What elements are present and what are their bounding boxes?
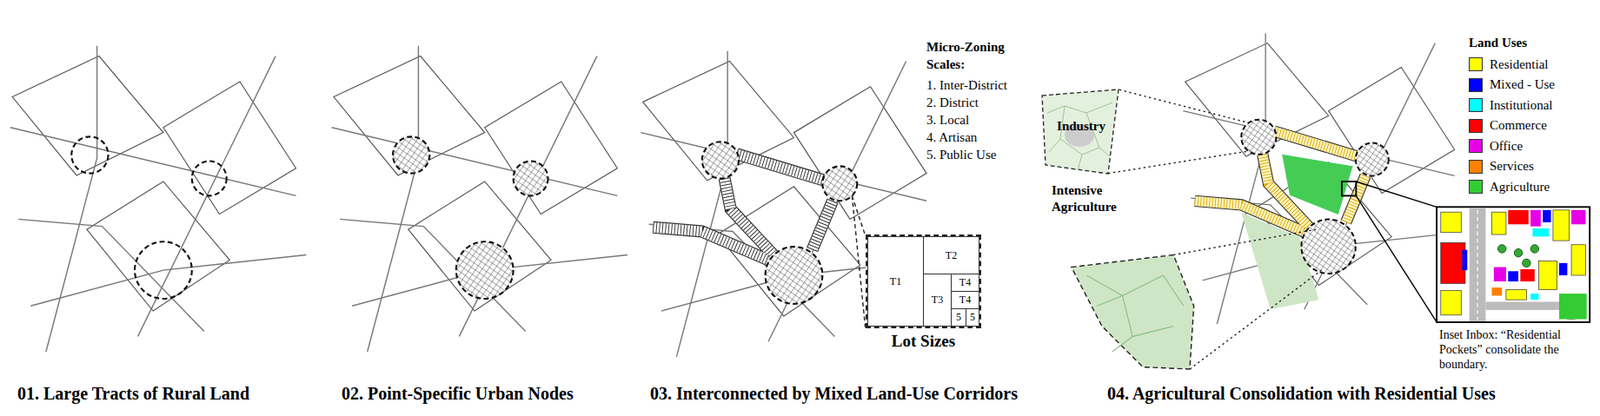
inset-leader-lines (1355, 181, 1437, 323)
legend-swatch (1468, 57, 1483, 72)
lot-cell: T2 (922, 236, 980, 275)
legend-row: Services (1468, 158, 1534, 176)
urban-node-grid (702, 141, 857, 305)
legend-text: Services (1489, 159, 1534, 174)
lot-label: 5 (956, 311, 962, 325)
legend-swatch (1468, 139, 1483, 153)
lot-cell: 5 (965, 308, 980, 327)
node-circles (702, 141, 857, 305)
inset-note: Inset Inbox: “Residential Pockets” conso… (1439, 327, 1593, 372)
panel-caption: 02. Point-Specific Urban Nodes (341, 383, 574, 405)
scale-item: 4. Artisan (926, 128, 977, 147)
lot-cell: T1 (867, 236, 924, 327)
node-circles (1241, 119, 1389, 274)
lot-leader-lines (851, 195, 865, 327)
legend-row: Agriculture (1468, 178, 1550, 196)
panel-caption: 03. Interconnected by Mixed Land-Use Cor… (650, 383, 1018, 405)
lot-label: T3 (931, 293, 943, 307)
legend-text: Mixed - Use (1489, 77, 1555, 93)
lot-label: T1 (889, 275, 902, 289)
corridor-fill (1195, 131, 1366, 233)
legend-row: Office (1468, 137, 1523, 155)
scale-item: 3. Local (926, 111, 970, 129)
zone-shape (1042, 89, 1119, 174)
field-lines (1086, 275, 1184, 352)
lot-cell: 5 (950, 308, 967, 327)
zone-label: Industry (1056, 119, 1106, 134)
legend-row: Residential (1468, 55, 1549, 74)
lot-cell: T4 (950, 273, 980, 293)
legend-swatch (1468, 98, 1483, 113)
legend-text: Office (1489, 139, 1523, 154)
corridor-panel (640, 51, 937, 358)
inset-marker (1341, 181, 1356, 196)
corridor-outline (652, 153, 833, 260)
lot-cell: T3 (922, 273, 952, 327)
scale-item: 5. Public Use (926, 146, 996, 164)
corridor-outline (1195, 131, 1366, 233)
corridor-lots (652, 153, 833, 260)
industry-zone: Industry (1038, 86, 1124, 178)
zone-label: Intensive Agriculture (1051, 182, 1148, 216)
field-lines (1047, 102, 1113, 171)
inset-plan (1436, 206, 1590, 323)
lot-label: 5 (969, 311, 976, 325)
panel-caption: 01. Large Tracts of Rural Land (17, 383, 250, 405)
legend-swatch (1468, 119, 1483, 133)
legend-text: Commerce (1489, 118, 1547, 133)
residential-lots (1195, 131, 1366, 233)
legend-text: Institutional (1489, 98, 1554, 113)
lot-label: T4 (959, 293, 971, 307)
legend-row: Institutional (1468, 96, 1554, 114)
legend-text: Residential (1489, 57, 1549, 73)
legend-text: Agriculture (1489, 179, 1550, 195)
legend-heading: Micro-Zoning Scales: (926, 38, 1024, 74)
rural-tracts (331, 46, 628, 352)
lot-size-box: Lot SizesT1T2T3T4T455 (865, 234, 982, 329)
zone-leader-lines (1108, 89, 1322, 370)
legend-row: Commerce (1468, 117, 1547, 135)
agriculture-zone (1071, 255, 1195, 370)
legend-swatch (1468, 159, 1483, 174)
box-title: Lot Sizes (849, 331, 997, 352)
legend-swatch (1468, 179, 1483, 194)
rural-tracts (10, 46, 306, 352)
legend-heading: Land Uses (1468, 34, 1527, 52)
lot-label: T4 (959, 276, 971, 290)
consolidation-panel (1182, 33, 1464, 325)
corridor-fill (652, 153, 833, 260)
node-circles (392, 136, 548, 299)
scale-item: 2. District (926, 93, 979, 112)
lot-cell: T4 (950, 291, 980, 310)
urban-node-grid (392, 136, 548, 299)
node-circles (71, 136, 226, 299)
rural-tracts (1182, 33, 1464, 325)
lot-label: T2 (945, 249, 957, 263)
rural-tracts (640, 51, 937, 358)
urban-node-grid (1241, 119, 1389, 274)
legend-swatch (1468, 78, 1483, 93)
legend-row: Mixed - Use (1468, 76, 1555, 94)
scale-item: 1. Inter-District (926, 76, 1008, 94)
panel-caption: 04. Agricultural Consolidation with Resi… (1107, 383, 1496, 405)
